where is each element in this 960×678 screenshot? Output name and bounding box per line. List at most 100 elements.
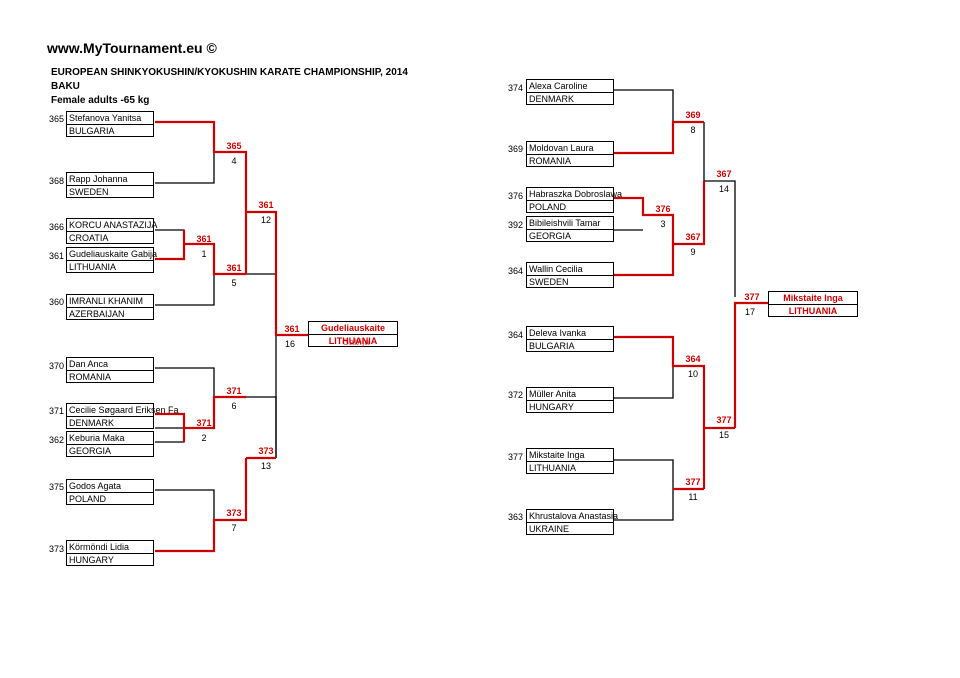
competitor-name: IMRANLI KHANIM [69, 296, 144, 306]
competitor-box[interactable]: Cecilie Søgaard Eriksen Fa DENMARK [66, 403, 179, 429]
competitor-box[interactable]: Alexa Caroline DENMARK [526, 79, 614, 105]
competitor-country: HUNGARY [67, 553, 153, 566]
competitor-country: DENMARK [67, 416, 153, 429]
competitor-name: Bibileishvili Tamar [529, 218, 601, 228]
competitor-country: HUNGARY [527, 400, 613, 413]
competitor-seed: 363 [507, 512, 523, 522]
competitor-seed: 369 [507, 144, 523, 154]
match-number: 5 [231, 278, 237, 288]
competitor-seed: 374 [507, 83, 523, 93]
match-winner: 361 [226, 263, 242, 273]
match-number: 1 [201, 249, 207, 259]
competitor-box[interactable]: Körmöndi Lidia HUNGARY [66, 540, 154, 566]
competitor-name: Müller Anita [529, 389, 577, 399]
competitor-name: Stefanova Yanitsa [69, 113, 142, 123]
competitor-name: Habraszka Dobroslawa [529, 189, 623, 199]
competitor-seed: 361 [48, 251, 64, 261]
competitor-box[interactable]: Gudeliauskaite Gabija LITHUANIA [66, 247, 158, 273]
competitor-seed: 365 [48, 114, 64, 124]
competitor-country: ROMANIA [67, 370, 153, 383]
competitor-country: DENMARK [527, 92, 613, 105]
match-winner: 377 [685, 477, 701, 487]
competitor-box[interactable]: Habraszka Dobroslawa POLAND [526, 187, 622, 213]
right-bracket-winner-name: Mikstaite Inga [783, 293, 843, 303]
competitor-name: Mikstaite Inga [529, 450, 585, 460]
match-number: 17 [744, 307, 755, 317]
match-winner: 376 [655, 204, 671, 214]
competitor-seed: 392 [507, 220, 523, 230]
match-number: 14 [718, 184, 729, 194]
match-number: 6 [231, 401, 237, 411]
competitor-seed: 372 [507, 390, 523, 400]
match-number: 3 [660, 219, 666, 229]
match-winner: 367 [685, 232, 701, 242]
competitor-box[interactable]: Mikstaite Inga LITHUANIA [526, 448, 614, 474]
competitor-name: Khrustalova Anastasia [529, 511, 619, 521]
competitor-seed: 366 [48, 222, 64, 232]
match-winner: 364 [685, 354, 701, 364]
match-winner: 377 [744, 292, 760, 302]
competitor-name: Cecilie Søgaard Eriksen Fa [69, 405, 179, 415]
competitor-name: Godos Agata [69, 481, 122, 491]
match-number: 9 [690, 247, 696, 257]
competitor-box[interactable]: Bibileishvili Tamar GEORGIA [526, 216, 614, 242]
competitor-box[interactable]: Deleva Ivanka BULGARIA [526, 326, 614, 352]
match-number: 10 [687, 369, 698, 379]
competitor-box[interactable]: Khrustalova Anastasia UKRAINE [526, 509, 618, 535]
competitor-seed: 371 [48, 406, 64, 416]
competitor-box[interactable]: Godos Agata POLAND [66, 479, 154, 505]
competitor-name: Keburia Maka [69, 433, 125, 443]
competitor-box[interactable]: Wallin Cecilia SWEDEN [526, 262, 614, 288]
match-winner: 361 [258, 200, 274, 210]
competitor-country: SWEDEN [67, 185, 153, 198]
competitor-box[interactable]: KORCU ANASTAZIJA CROATIA [66, 218, 158, 244]
competitor-seed: 370 [48, 361, 64, 371]
competitor-name: KORCU ANASTAZIJA [69, 220, 158, 230]
competitor-seed: 364 [507, 330, 523, 340]
competitor-country: POLAND [527, 200, 613, 213]
site-title: www.MyTournament.eu © [47, 40, 217, 56]
match-number: 12 [260, 215, 271, 225]
competitor-seed: 373 [48, 544, 64, 554]
match-winner: 371 [226, 386, 242, 396]
competitor-box[interactable]: IMRANLI KHANIM AZERBAIJAN [66, 294, 154, 320]
match-number: 11 [688, 492, 698, 502]
competitor-box[interactable]: Dan Anca ROMANIA [66, 357, 154, 383]
competitor-country: BULGARIA [67, 124, 153, 137]
competitor-box[interactable]: Müller Anita HUNGARY [526, 387, 614, 413]
overlapping-first-name: Gabija [342, 337, 370, 347]
match-winner: 371 [196, 418, 212, 428]
match-number: 8 [690, 125, 696, 135]
right-bracket-winner-box[interactable]: Mikstaite Inga LITHUANIA [768, 291, 858, 317]
competitor-country: POLAND [67, 492, 153, 505]
match-winner: 369 [685, 110, 701, 120]
competitor-name: Moldovan Laura [529, 143, 594, 153]
competitor-seed: 368 [48, 176, 64, 186]
competitor-box[interactable]: Stefanova Yanitsa BULGARIA [66, 111, 154, 137]
competitor-seed: 376 [507, 191, 523, 201]
competitor-country: LITHUANIA [527, 461, 613, 474]
right-bracket-winner-country: LITHUANIA [769, 304, 857, 317]
match-winner: 373 [226, 508, 242, 518]
match-winner: 361 [196, 234, 212, 244]
match-number: 2 [201, 433, 207, 443]
match-winner: 373 [258, 446, 274, 456]
match-winner: 377 [716, 415, 732, 425]
competitor-country: GEORGIA [527, 229, 613, 242]
match-number: 16 [284, 339, 295, 349]
competitor-box[interactable]: Rapp Johanna SWEDEN [66, 172, 154, 198]
competitor-country: BULGARIA [527, 339, 613, 352]
competitor-name: Wallin Cecilia [529, 264, 583, 274]
competitor-country: UKRAINE [527, 522, 613, 535]
competitor-country: CROATIA [67, 231, 153, 244]
competitor-seed: 360 [48, 297, 64, 307]
competitor-name: Rapp Johanna [69, 174, 128, 184]
competitor-box[interactable]: Moldovan Laura ROMANIA [526, 141, 614, 167]
left-bracket-winner-name: Gudeliauskaite [320, 323, 386, 333]
competitor-name: Gudeliauskaite Gabija [69, 249, 158, 259]
competitor-box[interactable]: Keburia Maka GEORGIA [66, 431, 154, 457]
match-winner: 367 [716, 169, 732, 179]
match-winner: 365 [226, 141, 242, 151]
